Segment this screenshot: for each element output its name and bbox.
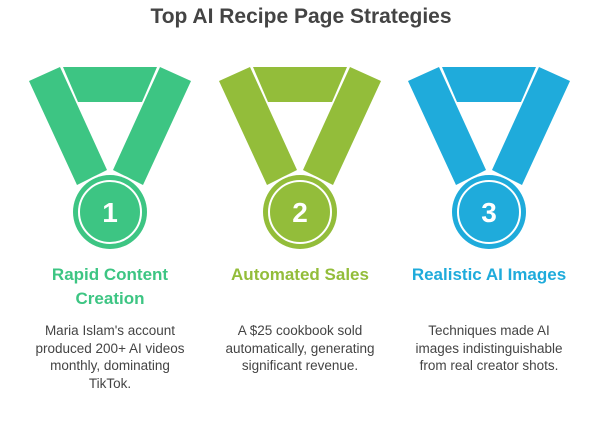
medal-number: 1 bbox=[102, 197, 118, 228]
medal-number: 2 bbox=[292, 197, 308, 228]
medal-disc bbox=[263, 175, 337, 249]
strategy-3: 3 Realistic AI Images Techniques made AI… bbox=[399, 60, 579, 373]
page-title: Top AI Recipe Page Strategies bbox=[150, 5, 452, 28]
left-strap bbox=[29, 67, 107, 185]
medal-disc bbox=[452, 175, 526, 249]
medal-ring bbox=[268, 180, 332, 244]
strategy-2: 2 Automated Sales A $25 cookbook sold au… bbox=[210, 60, 390, 373]
strategy-description: Maria Islam's account produced 200+ AI v… bbox=[35, 323, 185, 391]
right-strap bbox=[113, 67, 191, 185]
top-band bbox=[63, 67, 157, 102]
medal-icon: 1 bbox=[29, 67, 191, 251]
right-strap bbox=[492, 67, 570, 185]
right-strap bbox=[303, 67, 381, 185]
top-band bbox=[253, 67, 347, 102]
strategy-heading: Rapid Content Creation bbox=[51, 265, 169, 308]
top-band bbox=[442, 67, 536, 102]
strategy-description: Techniques made AI images indistinguisha… bbox=[415, 323, 563, 373]
medal-icon: 3 bbox=[408, 67, 570, 251]
strategy-1: 1 Rapid Content Creation Maria Islam's a… bbox=[20, 60, 200, 391]
left-strap bbox=[219, 67, 297, 185]
medal-disc bbox=[73, 175, 147, 249]
left-strap bbox=[408, 67, 486, 185]
medal-number: 3 bbox=[481, 197, 497, 228]
medal-ring bbox=[78, 180, 142, 244]
strategy-heading: Automated Sales bbox=[231, 265, 369, 284]
strategy-description: A $25 cookbook sold automatically, gener… bbox=[225, 323, 375, 373]
medal-icon: 2 bbox=[219, 67, 381, 251]
medal-ring bbox=[457, 180, 521, 244]
strategy-heading: Realistic AI Images bbox=[411, 265, 567, 284]
